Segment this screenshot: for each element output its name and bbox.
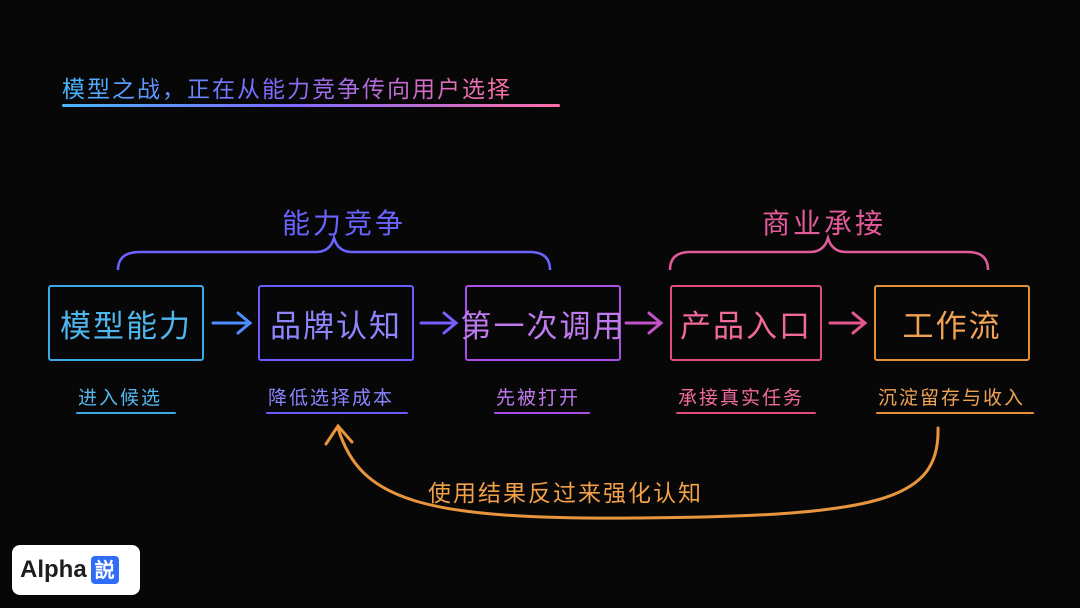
feedback-curve [336,426,940,520]
logo-text: Alpha [20,556,87,583]
caption-workflow: 沉淀留存与收入 [878,387,1026,409]
group-label-capability: 能力竞争 [282,207,407,240]
arrow-1 [211,311,253,335]
stage-box-first-call: 第一次调用 [461,285,624,361]
stage-box-brand-awareness: 品牌认知 [258,285,414,361]
brace-capability [116,233,552,271]
brace-business [668,233,990,271]
caption-underline-5 [876,412,1034,414]
alpha-logo: Alpha 説 [12,545,140,595]
feedback-label: 使用结果反过来强化认知 [428,481,703,507]
caption-model-capability: 进入候选 [78,387,163,409]
caption-underline-2 [266,412,408,414]
logo-badge: 説 [90,556,119,584]
page-title: 模型之战，正在从能力竞争传向用户选择 [62,70,512,104]
caption-first-call: 先被打开 [496,387,581,409]
arrow-4 [828,311,868,335]
arrow-3 [624,311,664,335]
caption-brand-awareness: 降低选择成本 [268,387,395,409]
title-underline [62,104,560,107]
arrow-2 [419,311,459,335]
caption-underline-1 [76,412,176,414]
caption-product-entry: 承接真实任务 [678,387,805,409]
caption-underline-4 [676,412,816,414]
stage-box-product-entry: 产品入口 [670,285,822,361]
group-label-business: 商业承接 [762,207,887,240]
caption-underline-3 [494,412,590,414]
stage-box-workflow: 工作流 [874,285,1030,361]
feedback-arrowhead [324,423,354,446]
stage-box-model-capability: 模型能力 [48,285,204,361]
